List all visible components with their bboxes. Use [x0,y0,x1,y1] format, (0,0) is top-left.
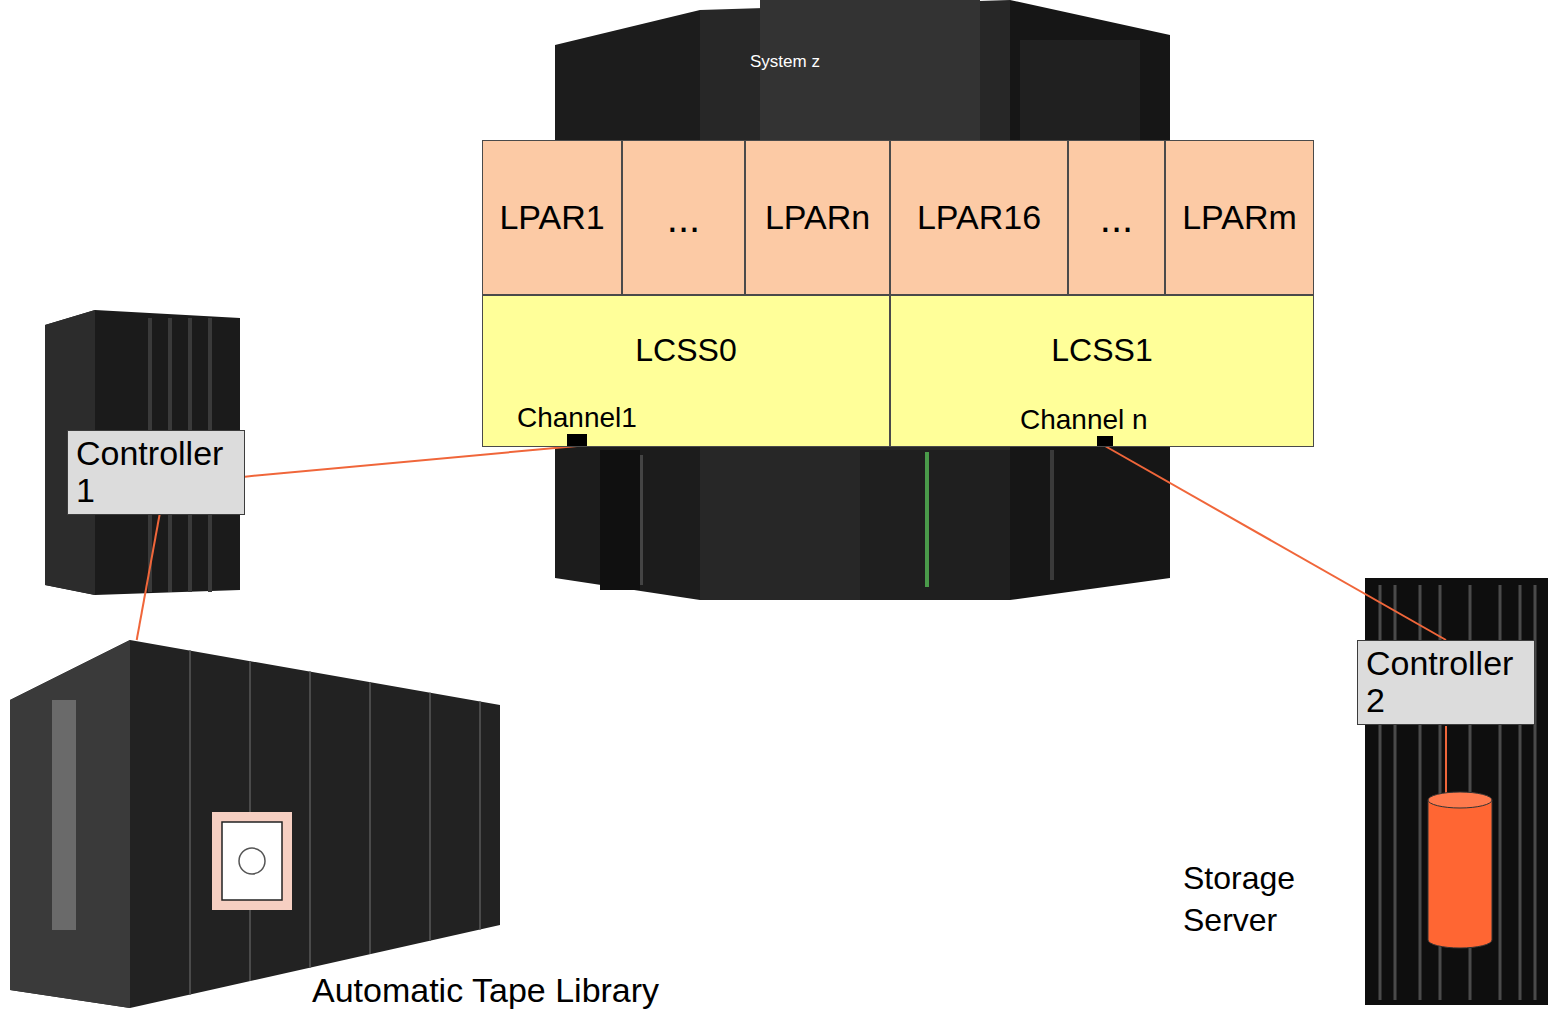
mainframe-green-strip [925,452,929,587]
tape-cartridge-icon [222,822,282,900]
tape-icon-ground [212,812,292,910]
lpar-cell: LPARm [1165,140,1314,295]
system-z-frame: System z LPAR1... LPARn LPAR16... LPARmLCSS0… [482,0,1314,600]
controller-label: Controller 1 [76,435,236,510]
controller-box: Controller 1 [67,430,245,515]
mainframe-side-panel [1020,40,1140,140]
tape-reel-icon [239,848,265,874]
channel-port: Channel n [1020,404,1148,446]
tape-library: Automatic Tape Library [8,640,700,1012]
storage-server-label: Storage Server [1183,858,1313,941]
mainframe-seam [640,455,643,585]
channel-label: Channel1 [517,402,637,434]
lpar-label: LPAR16 [917,198,1041,237]
tape-library-label: Automatic Tape Library [312,972,700,1009]
tape-library-front [10,640,130,1008]
lpar-label: LPARn [765,198,870,237]
mainframe-door [600,450,640,590]
controller-box: Controller 2 [1357,640,1535,725]
lpar-cell: LPARn [745,140,890,295]
lcss-label: LCSS0 [483,332,889,369]
channel-port: Channel1 [517,402,637,446]
lpar-label: LPARm [1182,198,1297,237]
connector-line [137,515,160,640]
lpar-cell: ... [622,140,745,295]
tape-library-body [10,640,500,1008]
lpar-cell: ... [1068,140,1165,295]
ellipsis-label: ... [667,195,700,241]
tape-library-window [52,700,76,930]
storage-server: Storage Server Controller 2 [1180,575,1552,1007]
controller-disk-link [1445,726,1447,794]
disk-cylinder [1428,800,1492,948]
lpar-cell: LPAR16 [890,140,1068,295]
channel-square [567,434,587,446]
lpar-label: LPAR1 [499,198,604,237]
system-label: System z [750,52,1314,72]
mainframe-seam [1050,450,1054,580]
lcss-label: LCSS1 [891,332,1313,369]
lcss-band: LCSS0Channel1 [482,295,890,447]
lpar-cell: LPAR1 [482,140,622,295]
disk-cylinder-top [1428,792,1492,808]
connector-line [245,446,577,477]
channel-square [1097,436,1113,446]
lcss-band: LCSS1Channel n [890,295,1314,447]
connector-line [1105,446,1446,640]
tape-library-seams [190,651,480,995]
controller-label: Controller 2 [1366,645,1526,720]
channel-label: Channel n [1020,404,1148,436]
mainframe-door [860,450,1010,600]
ellipsis-label: ... [1100,195,1133,241]
